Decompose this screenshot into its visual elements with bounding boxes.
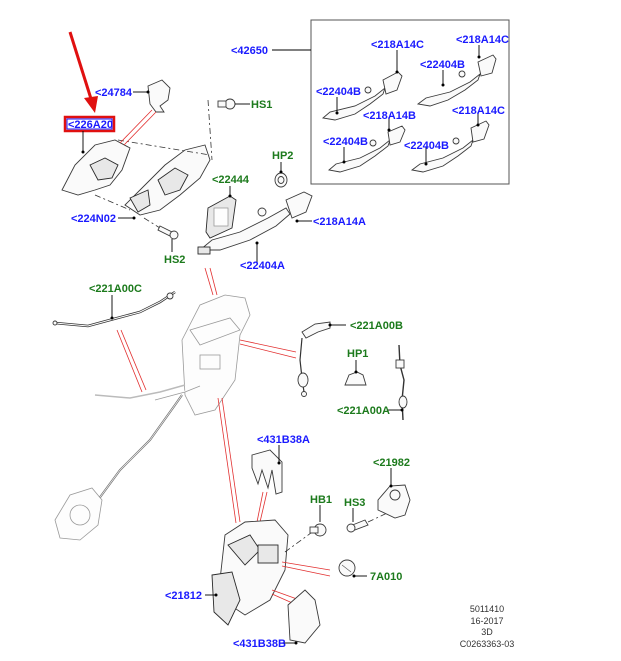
label-431b38a[interactable]: <431B38A xyxy=(257,434,310,446)
kit-box-frame xyxy=(310,19,510,185)
cover-431b38a xyxy=(251,449,283,495)
gasket-22444 xyxy=(205,195,237,239)
label-hs2[interactable]: HS2 xyxy=(164,254,185,266)
label-218a14c-2[interactable]: <218A14C xyxy=(456,34,509,46)
footer-line-4: C0263363-03 xyxy=(459,638,515,649)
cable-221a00c xyxy=(52,290,176,328)
label-22444[interactable]: <22444 xyxy=(212,174,250,186)
cover-431b38b xyxy=(287,589,321,644)
label-21812[interactable]: <21812 xyxy=(165,590,202,602)
grommet-7a010 xyxy=(338,559,356,577)
label-218a14c-1[interactable]: <218A14C xyxy=(371,39,424,51)
bolt-hb1 xyxy=(309,523,327,537)
part-24784 xyxy=(147,79,171,113)
screw-hs2 xyxy=(157,225,179,240)
footer-line-1: 5011410 xyxy=(469,604,505,614)
label-431b38b[interactable]: <431B38B xyxy=(233,638,286,650)
label-221a00a[interactable]: <221A00A xyxy=(337,405,390,417)
label-7a010[interactable]: 7A010 xyxy=(370,571,402,583)
cable-221a00a xyxy=(395,344,408,421)
label-24784[interactable]: <24784 xyxy=(95,87,133,99)
label-224n02[interactable]: <224N02 xyxy=(71,213,116,225)
label-hp2[interactable]: HP2 xyxy=(272,150,293,162)
screw-hs3 xyxy=(346,519,369,533)
cable-221a00b xyxy=(297,321,331,397)
label-22404b-3[interactable]: <22404B xyxy=(323,136,368,148)
latch-21812 xyxy=(211,519,289,626)
label-226a20[interactable]: <226A20 xyxy=(68,119,113,131)
label-22404b-2[interactable]: <22404B xyxy=(316,86,361,98)
label-22404b-4[interactable]: <22404B xyxy=(404,140,449,152)
footer-line-3: 3D xyxy=(481,627,493,637)
highlight-arrow xyxy=(68,31,98,113)
diagram-footer: 5011410 16-2017 3D C0263363-03 xyxy=(452,604,522,650)
kit-handle-bottom-left xyxy=(327,125,406,173)
latch-assembly-ghost xyxy=(54,294,251,541)
bracket-21982 xyxy=(377,484,411,519)
highlight-box-inner xyxy=(66,118,113,130)
label-221a00b[interactable]: <221A00B xyxy=(350,320,403,332)
label-hp1[interactable]: HP1 xyxy=(347,348,368,360)
label-22404b-1[interactable]: <22404B xyxy=(420,59,465,71)
screw-hs1 xyxy=(217,98,236,110)
label-hs1[interactable]: HS1 xyxy=(251,99,272,111)
label-218a14b[interactable]: <218A14B xyxy=(363,110,416,122)
label-hb1[interactable]: HB1 xyxy=(310,494,332,506)
plug-hp2 xyxy=(274,172,288,188)
outer-handle-22404a xyxy=(197,191,313,255)
plug-hp1 xyxy=(344,371,367,386)
label-218a14c-3[interactable]: <218A14C xyxy=(452,105,505,117)
label-42650[interactable]: <42650 xyxy=(231,45,268,57)
kit-handle-top-left xyxy=(321,71,403,121)
label-221a00c[interactable]: <221A00C xyxy=(89,283,142,295)
handle-carrier-part xyxy=(61,139,211,216)
label-218a14a[interactable]: <218A14A xyxy=(313,216,366,228)
footer-line-2: 16-2017 xyxy=(470,615,504,626)
highlight-box xyxy=(63,115,116,133)
label-hs3[interactable]: HS3 xyxy=(344,497,365,509)
label-21982[interactable]: <21982 xyxy=(373,457,410,469)
label-22404a[interactable]: <22404A xyxy=(240,260,285,272)
kit-handle-top-right xyxy=(416,54,497,107)
